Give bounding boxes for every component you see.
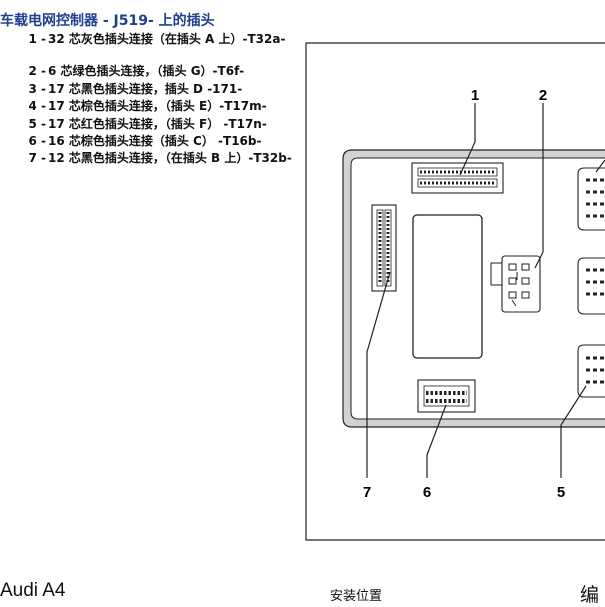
legend-text: 16 芯棕色插头连接（插头 C） -T16b- <box>48 134 262 148</box>
leader-line-7 <box>366 271 391 478</box>
footer-right-text: 编 <box>580 584 600 606</box>
connector-7 <box>371 204 397 292</box>
legend-text: 17 芯黑色插头连接，插头 D -171- <box>48 82 243 96</box>
callout-1: 1 <box>471 87 479 104</box>
leader-line-6 <box>426 404 447 478</box>
footer-model: Audi A4 <box>0 580 66 601</box>
legend-number: 2 - <box>28 64 46 78</box>
connector-1 <box>411 162 504 194</box>
page-title: 车载电网控制器 - J519- 上的插头 <box>0 13 215 29</box>
callout-5: 5 <box>557 484 565 501</box>
callout-7: 7 <box>363 484 371 501</box>
callout-2: 2 <box>539 87 547 104</box>
legend-number: 1 - <box>28 32 46 46</box>
legend-text: 17 芯红色插头连接，（插头 F） -T17n- <box>48 117 267 131</box>
legend-number: 3 - <box>28 82 46 96</box>
footer-section: 安装位置 <box>330 589 383 604</box>
connector-3 <box>577 167 605 231</box>
leader-line-1 <box>459 103 476 176</box>
leader-line-5 <box>560 385 587 478</box>
legend-number: 7 - <box>28 151 46 165</box>
connector-2 <box>490 255 541 313</box>
housing-window <box>412 214 483 359</box>
legend-text: 17 芯棕色插头连接，（插头 E）-T17m- <box>48 99 267 113</box>
legend-text: 12 芯黑色插头连接，（在插头 B 上）-T32b- <box>48 151 292 165</box>
diagram-frame <box>305 42 605 541</box>
leader-line-2 <box>534 103 544 269</box>
legend-text: 6 芯绿色插头连接，（插头 G）-T6f- <box>48 64 245 78</box>
legend-number: 5 - <box>28 117 46 131</box>
connector-4 <box>577 257 605 315</box>
legend-number: 4 - <box>28 99 46 113</box>
leader-line-3 <box>595 159 605 173</box>
callout-6: 6 <box>423 484 431 501</box>
connector-5 <box>577 344 605 398</box>
legend-number: 6 - <box>28 134 46 148</box>
leader-lines <box>366 103 605 478</box>
connector-6 <box>417 379 476 413</box>
legend-text: 32 芯灰色插头连接（在插头 A 上）-T32a- <box>48 32 286 46</box>
